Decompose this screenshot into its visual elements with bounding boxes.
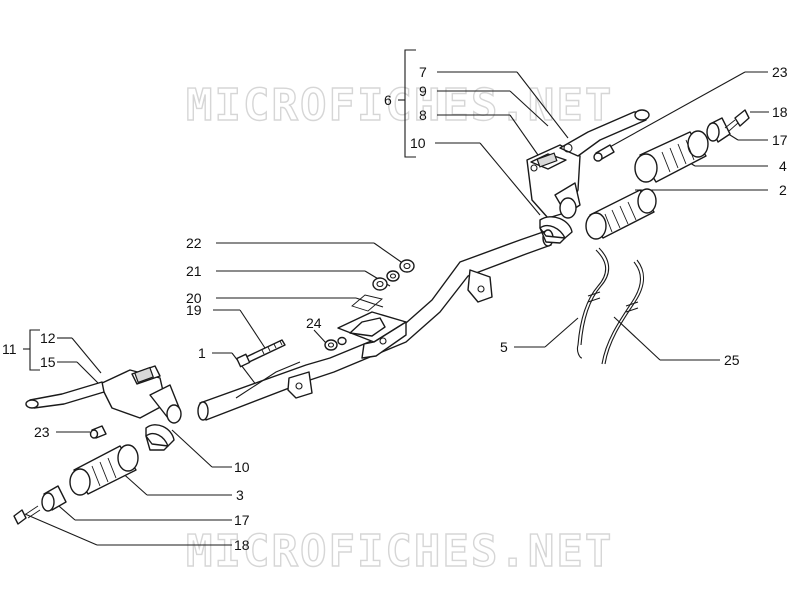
brake-lever-right bbox=[559, 109, 650, 157]
callout-22: 22 bbox=[186, 235, 202, 251]
callout-20: 20 bbox=[186, 290, 202, 306]
callout-12: 12 bbox=[40, 330, 56, 346]
grip-rubber-4 bbox=[634, 130, 709, 183]
callout-6: 6 bbox=[384, 92, 392, 108]
callout-25: 25 bbox=[724, 352, 740, 368]
callout-7: 7 bbox=[419, 64, 427, 80]
group-bracket-6 bbox=[398, 49, 416, 158]
right-master-cylinder bbox=[526, 144, 581, 219]
callout-19: 19 bbox=[186, 302, 202, 318]
bar-end-17-right bbox=[706, 117, 731, 143]
callout-15: 15 bbox=[40, 354, 56, 370]
callout-17-top: 17 bbox=[772, 132, 788, 148]
callout-10-top: 10 bbox=[410, 135, 426, 151]
pin-23-right bbox=[593, 144, 615, 162]
clamp-10-right bbox=[539, 216, 573, 244]
callout-10-bottom: 10 bbox=[234, 459, 250, 475]
pin-23-left bbox=[89, 425, 107, 439]
callout-3: 3 bbox=[236, 487, 244, 503]
left-lever-assembly bbox=[25, 365, 182, 424]
right-grip bbox=[585, 188, 657, 240]
watermark-top: MICROFICHES.NET bbox=[186, 80, 613, 131]
callout-5: 5 bbox=[500, 339, 508, 355]
washer-21 bbox=[386, 270, 400, 282]
left-grip bbox=[69, 444, 139, 496]
callout-23-bottom: 23 bbox=[34, 424, 50, 440]
nut-22 bbox=[399, 259, 415, 273]
callout-24: 24 bbox=[306, 315, 322, 331]
callout-labels: 7 9 8 6 10 23 18 17 4 2 22 21 20 19 24 1… bbox=[2, 64, 788, 553]
cable-5 bbox=[576, 247, 610, 359]
callout-4: 4 bbox=[779, 158, 787, 174]
callout-21: 21 bbox=[186, 263, 202, 279]
washer-24 bbox=[324, 336, 347, 351]
group-bracket-11 bbox=[23, 329, 40, 371]
callout-2: 2 bbox=[779, 182, 787, 198]
bolt-19 bbox=[236, 339, 286, 368]
cable-25 bbox=[601, 259, 645, 365]
watermark-bottom: MICROFICHES.NET bbox=[186, 526, 613, 577]
callout-23-top: 23 bbox=[772, 64, 788, 80]
leader-lines bbox=[24, 71, 769, 546]
callout-17-bottom: 17 bbox=[234, 512, 250, 528]
clamp-10-left bbox=[145, 424, 175, 451]
callout-8: 8 bbox=[419, 107, 427, 123]
handlebar-clamp bbox=[337, 294, 407, 359]
callout-18-bottom: 18 bbox=[234, 537, 250, 553]
washer-20 bbox=[372, 277, 388, 291]
callout-1: 1 bbox=[198, 345, 206, 361]
callout-18-top: 18 bbox=[772, 104, 788, 120]
screw-18-left bbox=[13, 505, 41, 525]
callout-9: 9 bbox=[419, 83, 427, 99]
bar-end-17-left bbox=[41, 485, 67, 512]
callout-11: 11 bbox=[2, 341, 17, 357]
screw-18-right bbox=[724, 109, 750, 132]
